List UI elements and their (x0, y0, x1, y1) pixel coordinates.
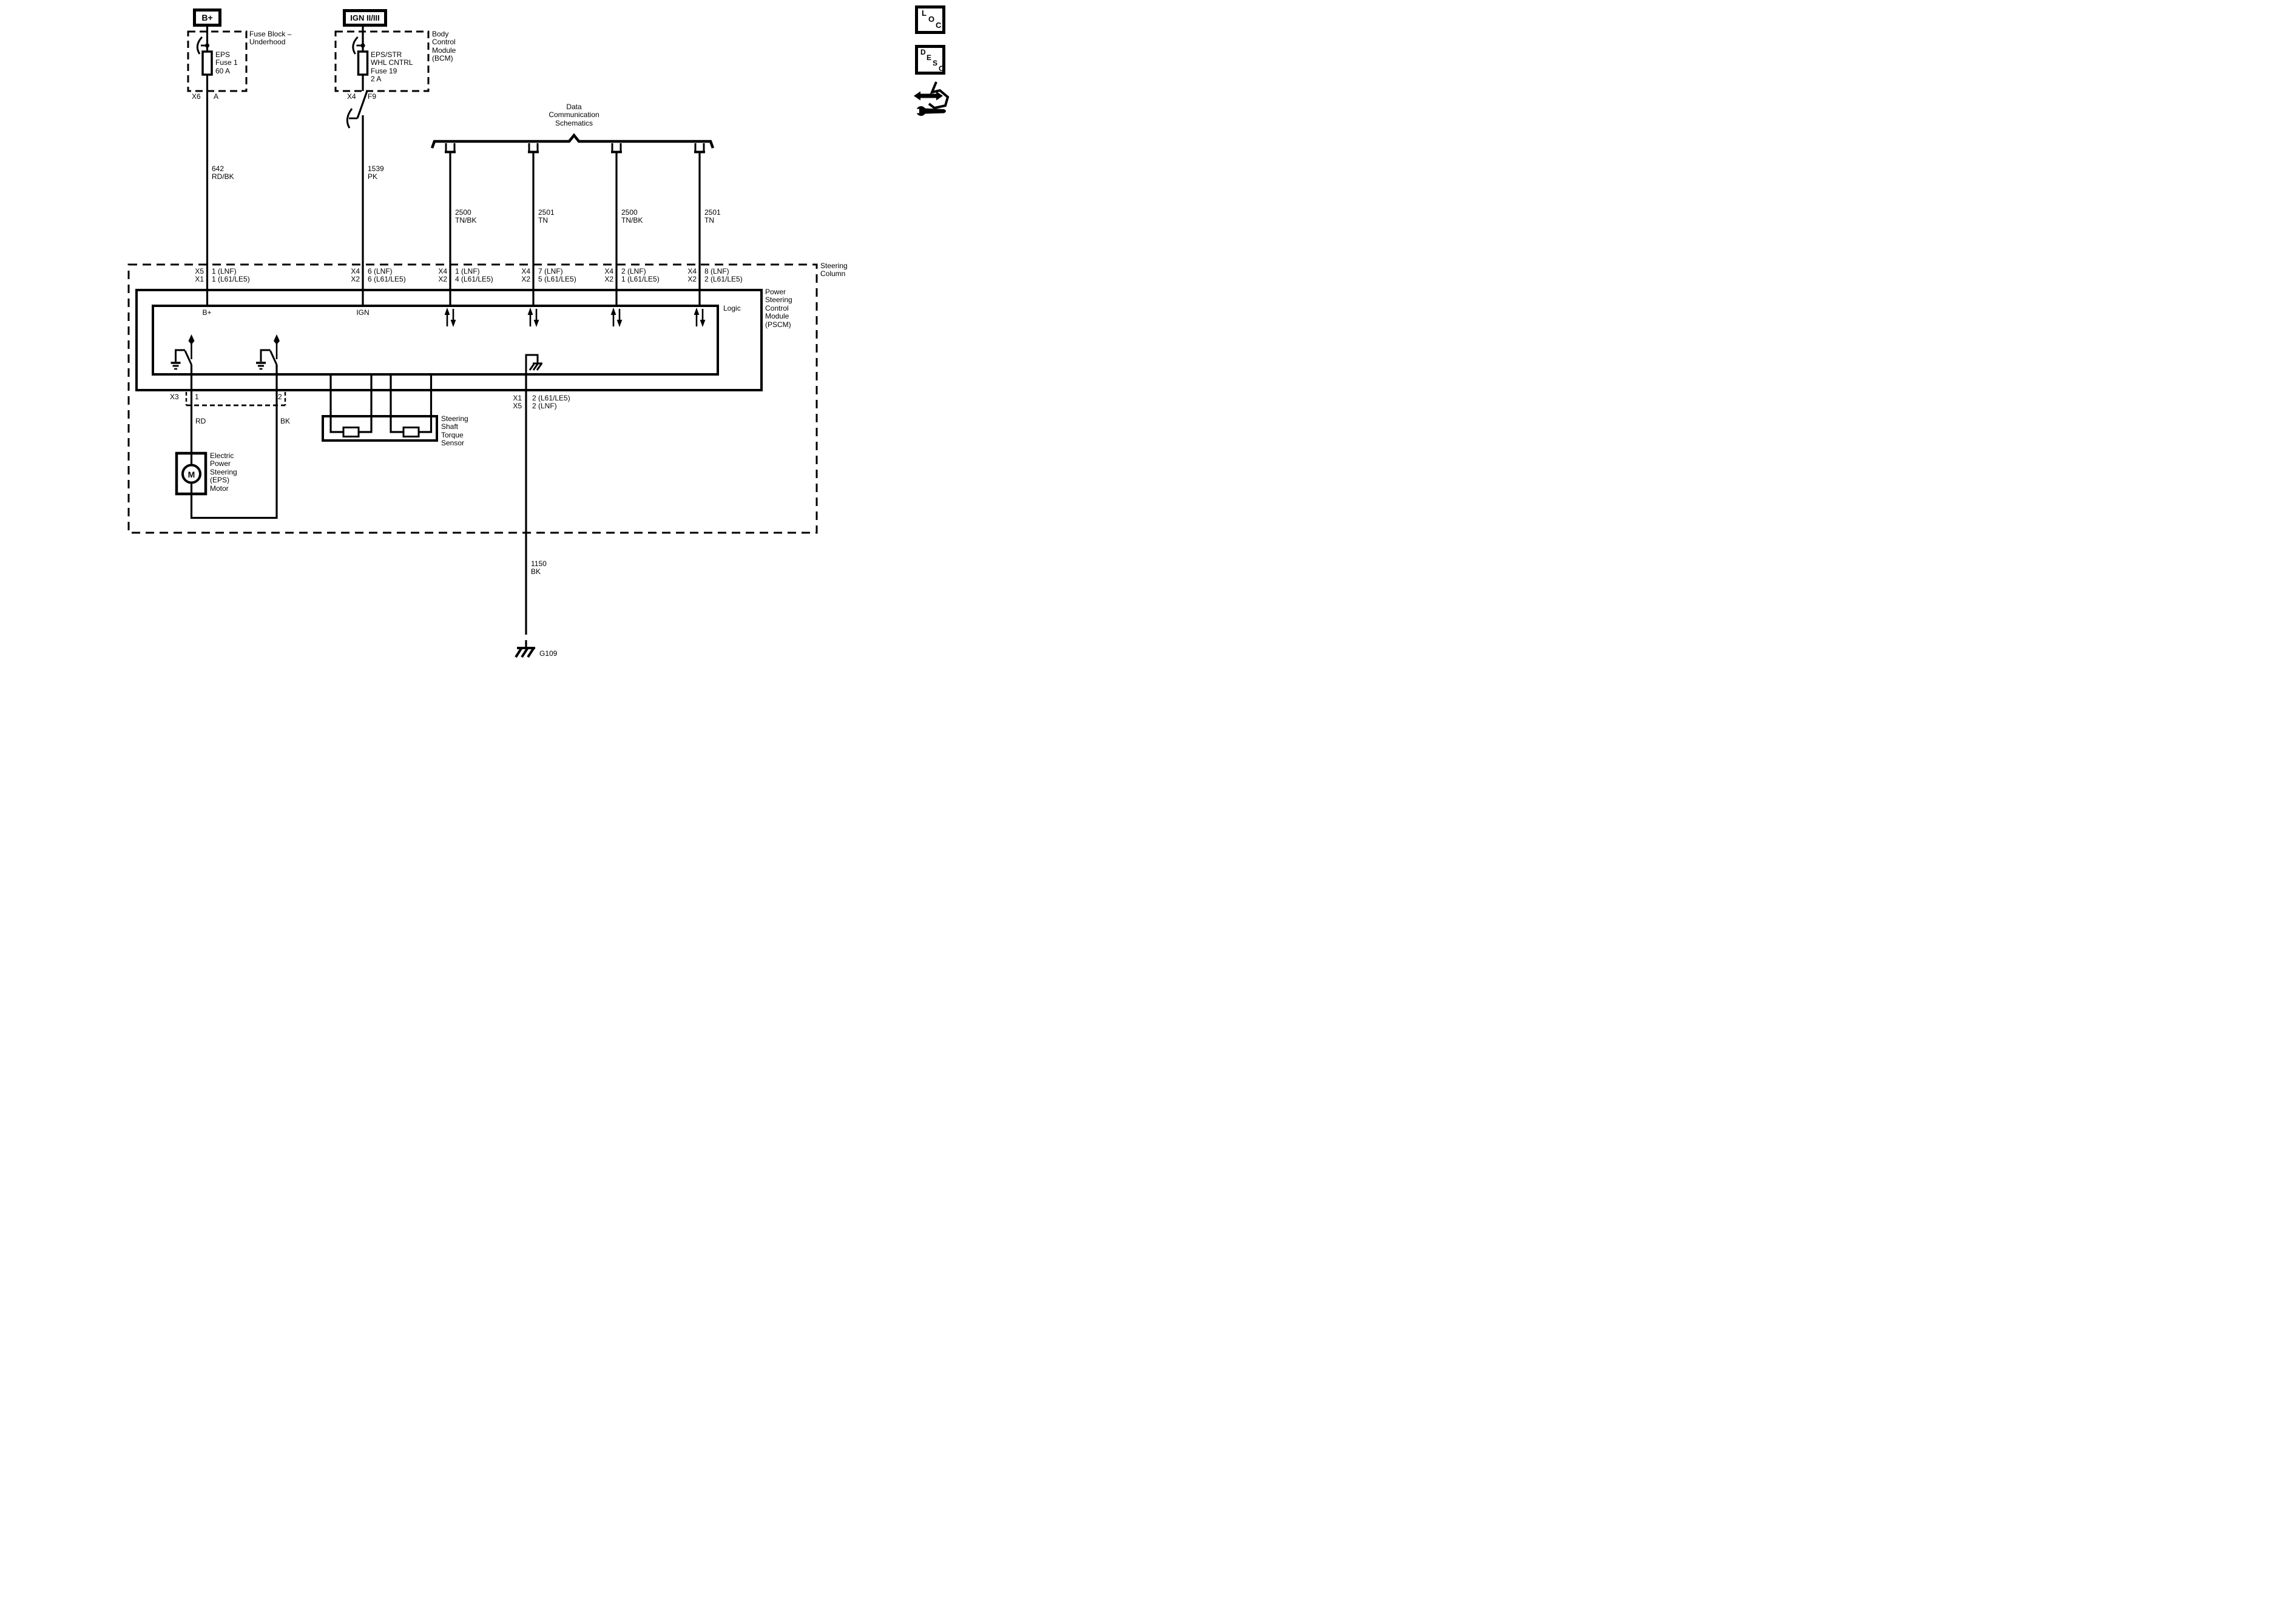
motor-title: Electric Power Steering (EPS) Motor (210, 451, 237, 493)
repair-wrench-icon[interactable] (914, 81, 950, 116)
pscm-conn-2-pins: 6 (LNF) 6 (L61/LE5) (368, 267, 406, 284)
wire-bk-label: BK (280, 417, 291, 425)
diagram-linework (127, 27, 950, 658)
bcm-box (334, 30, 430, 92)
motor-driver-switch-2 (256, 334, 280, 374)
motor-m-symbol: M (187, 469, 195, 479)
fuse1-input-connector (196, 36, 210, 55)
fuse-block-box (187, 30, 248, 92)
fuse-block-title: Fuse Block – Underhood (249, 30, 292, 47)
wiring-diagram-page: B+ IGN II/III Fuse Block – Underhood EPS… (0, 0, 951, 670)
eps-fuse-symbol (201, 50, 213, 76)
pscm-conn-3-left: X4 X2 (438, 267, 447, 284)
desc-letter-e: E (927, 53, 932, 62)
torque-sensor-resistor-2 (402, 427, 420, 437)
loc-letter-c: C (936, 21, 942, 30)
logic-internal-ground (525, 354, 542, 374)
pscm-conn-4-pins: 7 (LNF) 5 (L61/LE5) (538, 267, 576, 284)
loc-button[interactable]: L O C (915, 5, 945, 34)
wire-2501-label-2: 2501 TN (704, 208, 721, 225)
motor-circuit-wires (190, 374, 278, 519)
bcm-pin-f9: F9 (368, 92, 377, 101)
torque-sensor-wires (329, 374, 433, 433)
loc-letter-l: L (922, 8, 927, 18)
wire-1539-label: 1539 PK (368, 164, 384, 181)
desc-letter-c: C (939, 64, 944, 73)
x3-pin-1: 1 (195, 393, 199, 401)
pscm-conn-6-pins: 8 (LNF) 2 (L61/LE5) (704, 267, 743, 284)
torque-sensor-resistor-1 (342, 427, 360, 437)
desc-button[interactable]: D E S C (915, 45, 945, 75)
pscm-ign-pin-label: IGN (356, 308, 370, 317)
bcm-conn-x4: X4 (347, 92, 356, 101)
ground-conn-pins: 2 (L61/LE5) 2 (LNF) (532, 394, 570, 411)
pscm-conn-1-pins: 1 (LNF) 1 (L61/LE5) (212, 267, 250, 284)
bcm-fuse-label: EPS/STR WHL CNTRL Fuse 19 2 A (371, 50, 413, 84)
fuse-block-conn-x6: X6 (192, 92, 201, 101)
fuse-block-pin-a: A (214, 92, 219, 101)
steering-column-title: Steering Column (820, 262, 848, 279)
data-comm-u-connectors (445, 143, 705, 154)
ign-terminal[interactable]: IGN II/III (343, 9, 387, 27)
data-comm-brace (430, 133, 715, 149)
pscm-box (135, 289, 763, 391)
g109-label: G109 (539, 649, 558, 658)
torque-sensor-title: Steering Shaft Torque Sensor (441, 414, 468, 448)
pscm-conn-5-pins: 2 (LNF) 1 (L61/LE5) (621, 267, 660, 284)
g109-ground-symbol (515, 647, 535, 658)
bcm-fuse-symbol (357, 50, 369, 76)
loc-letter-o: O (928, 15, 935, 24)
pscm-conn-2-left: X4 X2 (351, 267, 360, 284)
desc-letter-s: S (933, 59, 938, 67)
x3-connector-label: X3 (170, 393, 179, 401)
b-plus-terminal[interactable]: B+ (193, 8, 221, 27)
ign-terminal-label: IGN II/III (350, 13, 380, 22)
pscm-bplus-pin-label: B+ (202, 308, 212, 317)
steering-column-box (127, 263, 818, 534)
motor-box (175, 451, 208, 496)
x3-pin-2: 2 (278, 393, 282, 401)
wire-1150-label: 1150 BK (531, 559, 547, 576)
wire-2500-label-1: 2500 TN/BK (455, 208, 477, 225)
desc-letter-d: D (920, 48, 926, 56)
pscm-conn-4-left: X4 X2 (521, 267, 530, 284)
fuse19-input-connector (352, 36, 365, 55)
data-arrows (444, 308, 706, 327)
torque-sensor-box (322, 415, 438, 442)
data-wires (449, 152, 701, 306)
bcm-output-connector (346, 108, 357, 129)
motor-symbol (181, 464, 201, 484)
wire-642-label: 642 RD/BK (212, 164, 234, 181)
ground-conn-left: X1 X5 (513, 394, 522, 411)
motor-driver-switch-1 (171, 334, 195, 374)
x3-connector-outline (185, 392, 286, 407)
pscm-conn-6-left: X4 X2 (687, 267, 697, 284)
logic-label: Logic (723, 304, 741, 312)
wire-2501-label-1: 2501 TN (538, 208, 555, 225)
wire-2500-label-2: 2500 TN/BK (621, 208, 643, 225)
logic-box (152, 305, 719, 376)
pscm-conn-5-left: X4 X2 (604, 267, 613, 284)
pscm-title: Power Steering Control Module (PSCM) (765, 288, 792, 329)
eps-fuse-label: EPS Fuse 1 60 A (215, 50, 238, 75)
data-comm-title[interactable]: Data Communication Schematics (549, 103, 599, 127)
pscm-conn-1-left: X5 X1 (195, 267, 204, 284)
pscm-conn-3-pins: 1 (LNF) 4 (L61/LE5) (455, 267, 493, 284)
wire-rd-label: RD (195, 417, 206, 425)
bcm-title: Body Control Module (BCM) (432, 30, 456, 63)
b-plus-terminal-label: B+ (201, 13, 213, 22)
